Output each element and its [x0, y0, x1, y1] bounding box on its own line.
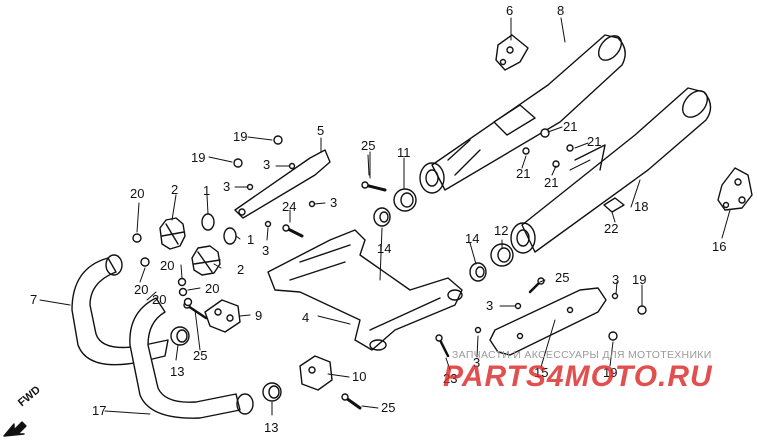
part-label-6: 6	[506, 3, 514, 18]
part-label-4: 4	[302, 310, 310, 325]
part-label-14b: 14	[465, 231, 480, 246]
watermark-text: ЗАПЧАСТИ И АКСЕССУАРЫ ДЛЯ МОТОТЕХНИКИ	[452, 349, 712, 361]
part-label-20c: 20	[134, 282, 149, 297]
part-label-3f: 3	[612, 272, 620, 287]
muffler-stand-frame	[267, 229, 463, 351]
gasket-1	[201, 213, 237, 245]
part-label-25a: 25	[361, 138, 376, 153]
muffler-lower	[510, 87, 712, 254]
part-label-3a: 3	[263, 157, 271, 172]
part-label-21d: 21	[544, 175, 559, 190]
fwd-arrow-icon	[3, 421, 27, 437]
part-label-3g: 3	[473, 355, 481, 370]
clamp-10	[299, 355, 333, 391]
part-label-13a: 13	[170, 364, 185, 379]
part-label-1b: 1	[247, 232, 255, 247]
stay-5	[234, 149, 331, 219]
part-label-19d: 19	[603, 365, 618, 380]
part-label-10: 10	[352, 369, 367, 384]
part-label-20d: 20	[205, 281, 220, 296]
exhaust-pipe-17	[129, 297, 241, 419]
part-label-16: 16	[712, 239, 727, 254]
part-label-19a: 19	[233, 129, 248, 144]
joint-2-lower	[191, 245, 221, 276]
part-label-7: 7	[30, 292, 38, 307]
part-label-24: 24	[282, 199, 297, 214]
part-label-19c: 19	[632, 272, 647, 287]
part-label-3c: 3	[330, 195, 338, 210]
part-label-14a: 14	[377, 241, 392, 256]
part-label-19b: 19	[191, 150, 206, 165]
muffler-upper	[419, 34, 626, 194]
part-label-12: 12	[494, 223, 509, 238]
part-label-21c: 21	[516, 166, 531, 181]
collar-13-lower	[262, 382, 282, 402]
part-label-23: 23	[443, 371, 458, 386]
collar-13-upper	[170, 326, 190, 346]
part-label-8: 8	[557, 3, 565, 18]
part-label-1: 1	[203, 183, 211, 198]
part-label-3b: 3	[223, 179, 231, 194]
part-label-13b: 13	[264, 420, 279, 435]
part-label-21a: 21	[563, 119, 578, 134]
part-label-25c: 25	[555, 270, 570, 285]
part-label-17: 17	[92, 403, 107, 418]
bolts-and-nuts	[132, 128, 647, 410]
collar-14-upper	[373, 207, 391, 227]
part-label-5: 5	[317, 123, 325, 138]
clamp-9	[204, 299, 241, 333]
part-label-9: 9	[255, 308, 263, 323]
watermark-logo: PARTS4MOTO.RU	[443, 360, 713, 393]
bracket-16	[717, 167, 753, 211]
part-label-20e: 20	[152, 292, 167, 307]
part-label-25b: 25	[193, 348, 208, 363]
bracket-22	[603, 197, 625, 213]
part-label-2a: 2	[171, 182, 179, 197]
part-label-20a: 20	[130, 186, 145, 201]
exhaust-pipe-7	[71, 257, 169, 366]
part-label-3e: 3	[486, 298, 494, 313]
leader-lines	[39, 17, 731, 416]
joint-clamp-12	[490, 243, 514, 267]
part-label-2b: 2	[237, 262, 245, 277]
part-label-25d: 25	[381, 400, 396, 415]
part-label-3d: 3	[262, 243, 270, 258]
joint-2-upper	[159, 217, 186, 250]
part-label-20b: 20	[160, 258, 175, 273]
part-label-18: 18	[634, 199, 649, 214]
part-label-15: 15	[534, 365, 549, 380]
joint-clamp-11	[393, 188, 417, 212]
part-label-21b: 21	[587, 134, 602, 149]
part-label-22: 22	[604, 221, 619, 236]
collar-14-lower	[469, 262, 487, 282]
part-label-11: 11	[397, 145, 411, 160]
